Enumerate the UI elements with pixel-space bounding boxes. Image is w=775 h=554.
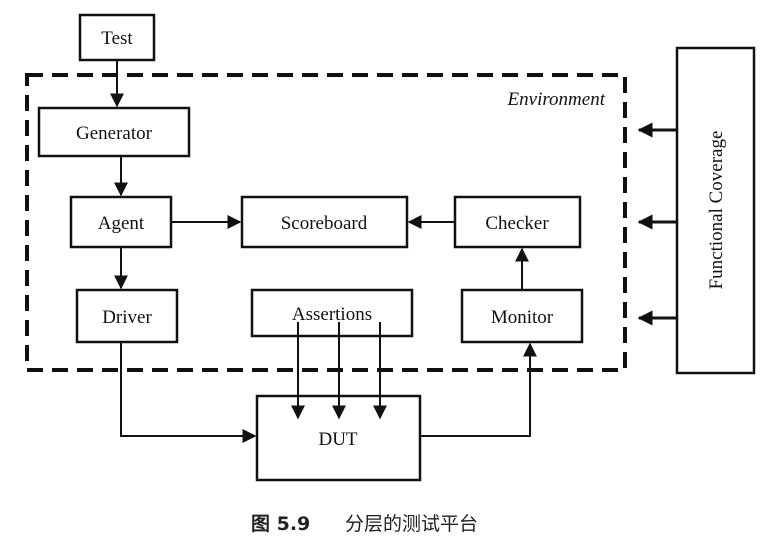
assertions-label: Assertions: [292, 304, 372, 325]
scoreboard-block: Scoreboard: [240, 195, 409, 249]
agent-label: Agent: [98, 213, 145, 234]
figure-number: 图 5.9: [251, 513, 310, 535]
monitor-block: Monitor: [460, 288, 584, 344]
scoreboard-label: Scoreboard: [281, 213, 368, 234]
driver-label: Driver: [102, 307, 152, 328]
checker-block: Checker: [453, 195, 582, 249]
assertions-block: Assertions: [250, 288, 414, 338]
test-label: Test: [101, 28, 133, 49]
functional-coverage-label: Functional Coverage: [706, 131, 727, 290]
agent-block: Agent: [69, 195, 173, 249]
test-block: Test: [78, 13, 156, 62]
generator-block: Generator: [37, 106, 191, 158]
environment-border: [25, 73, 627, 372]
dut-label: DUT: [318, 429, 357, 450]
driver-block: Driver: [75, 288, 179, 344]
checker-label: Checker: [485, 213, 549, 234]
figure-caption: 分层的测试平台: [345, 513, 478, 535]
arrow-dut-to-monitor: [420, 342, 537, 437]
environment-label: Environment: [507, 89, 606, 110]
monitor-label: Monitor: [491, 307, 554, 328]
generator-label: Generator: [76, 123, 153, 144]
arrow-driver-to-dut: [120, 342, 257, 443]
functional-coverage-block: Functional Coverage: [675, 46, 756, 375]
